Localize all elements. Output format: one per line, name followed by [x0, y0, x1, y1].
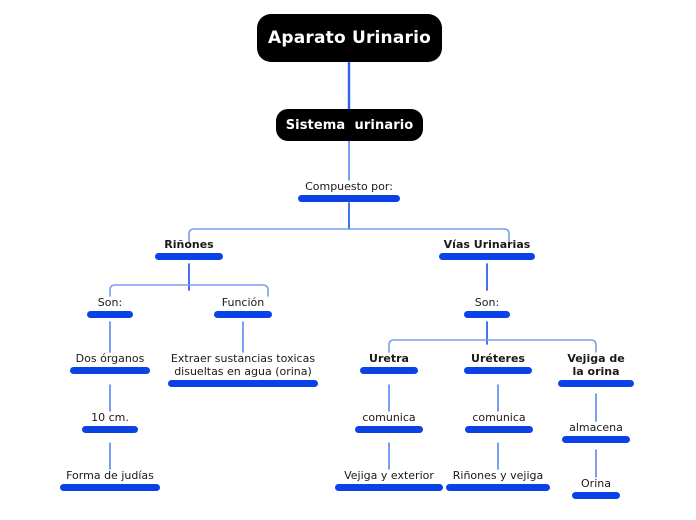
node-ureteres-label: Uréteres: [471, 352, 525, 365]
node-compuesto-por-bar: [298, 195, 400, 202]
node-vias-son-label: Son:: [474, 296, 500, 309]
node-funcion-label: Función: [221, 296, 265, 309]
node-vejiga-y-exterior[interactable]: Vejiga y exterior: [335, 469, 443, 491]
node-root-label: Aparato Urinario: [267, 28, 432, 48]
node-dos-organos-bar: [70, 367, 150, 374]
node-10-cm-label: 10 cm.: [91, 411, 129, 424]
link-kidneys-branch: [109, 284, 269, 297]
node-forma-de-judias-bar: [60, 484, 160, 491]
node-almacena[interactable]: almacena: [562, 421, 630, 443]
node-compuesto-por-label: Compuesto por:: [305, 180, 393, 193]
node-almacena-label: almacena: [569, 421, 623, 434]
node-10-cm[interactable]: 10 cm.: [76, 411, 144, 433]
node-orina[interactable]: Orina: [572, 477, 620, 499]
node-vias-urinarias-label: Vías Urinarias: [443, 238, 531, 251]
node-compuesto-por[interactable]: Compuesto por:: [289, 180, 409, 202]
node-funcion[interactable]: Función: [208, 296, 278, 318]
node-funcion-detalle-bar: [168, 380, 318, 387]
link-tractson-branch: [388, 339, 597, 353]
node-ureteres-comunica-label: comunica: [472, 411, 526, 424]
node-rinones-y-vejiga-bar: [446, 484, 550, 491]
node-vejiga-de-la-orina-label: Vejiga de la orina: [567, 352, 625, 378]
node-forma-de-judias[interactable]: Forma de judías: [60, 469, 160, 491]
node-vejiga-de-la-orina[interactable]: Vejiga de la orina: [558, 352, 634, 387]
node-root-aparato-urinario[interactable]: Aparato Urinario: [257, 14, 442, 62]
node-vias-son[interactable]: Son:: [452, 296, 522, 318]
node-rinones-son-bar: [87, 311, 133, 318]
node-sistema-urinario[interactable]: Sistema urinario: [276, 109, 423, 141]
node-vejiga-de-la-orina-bar: [558, 380, 634, 387]
node-forma-de-judias-label: Forma de judías: [66, 469, 154, 482]
node-almacena-bar: [562, 436, 630, 443]
node-rinones-son-label: Son:: [97, 296, 123, 309]
node-ureteres-bar: [464, 367, 532, 374]
node-uretra-label: Uretra: [369, 352, 409, 365]
node-rinones-bar: [155, 253, 223, 260]
node-orina-bar: [572, 492, 620, 499]
node-rinones-y-vejiga-label: Riñones y vejiga: [452, 469, 544, 482]
node-funcion-detalle[interactable]: Extraer sustancias toxicas disueltas en …: [168, 352, 318, 387]
node-funcion-bar: [214, 311, 272, 318]
node-vejiga-y-exterior-bar: [335, 484, 443, 491]
node-sistema-urinario-label: Sistema urinario: [285, 117, 414, 133]
node-rinones-label: Riñones: [164, 238, 214, 251]
node-rinones[interactable]: Riñones: [144, 238, 234, 260]
node-uretra-comunica[interactable]: comunica: [354, 411, 424, 433]
node-10-cm-bar: [82, 426, 138, 433]
node-uretra-comunica-label: comunica: [362, 411, 416, 424]
node-ureteres-comunica-bar: [465, 426, 533, 433]
node-vias-son-bar: [464, 311, 510, 318]
node-funcion-detalle-label: Extraer sustancias toxicas disueltas en …: [170, 352, 316, 378]
node-rinones-son[interactable]: Son:: [75, 296, 145, 318]
node-vias-urinarias[interactable]: Vías Urinarias: [437, 238, 537, 260]
node-uretra-bar: [360, 367, 418, 374]
node-uretra-comunica-bar: [355, 426, 423, 433]
node-vejiga-y-exterior-label: Vejiga y exterior: [344, 469, 434, 482]
node-vias-urinarias-bar: [439, 253, 535, 260]
node-uretra[interactable]: Uretra: [354, 352, 424, 374]
node-ureteres-comunica[interactable]: comunica: [464, 411, 534, 433]
node-rinones-y-vejiga[interactable]: Riñones y vejiga: [446, 469, 550, 491]
node-dos-organos[interactable]: Dos órganos: [66, 352, 154, 374]
node-orina-label: Orina: [581, 477, 611, 490]
node-dos-organos-label: Dos órganos: [75, 352, 145, 365]
node-ureteres[interactable]: Uréteres: [462, 352, 534, 374]
